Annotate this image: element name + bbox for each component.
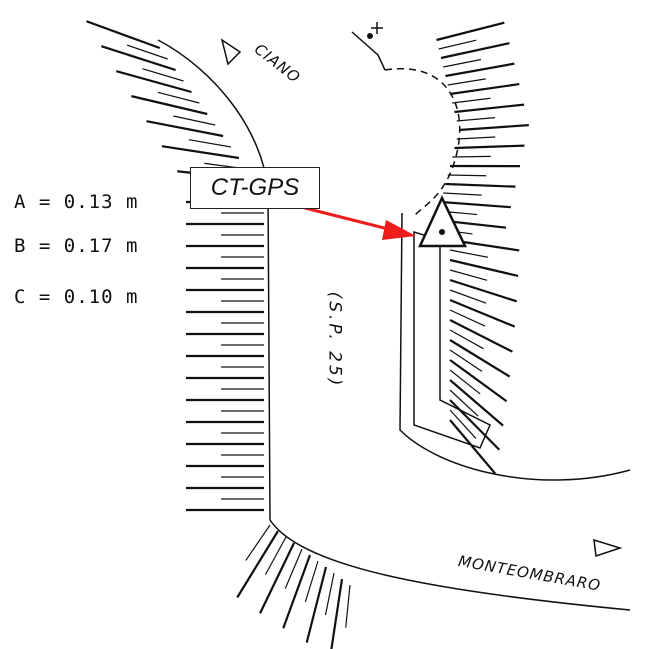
hatch-mark	[449, 278, 517, 303]
hatch-mark	[264, 536, 287, 575]
hatch-mark	[449, 309, 486, 327]
hatch-mark	[445, 62, 515, 78]
hatch-mark	[449, 298, 516, 328]
road-label-sp25: (S.P. 25)	[324, 291, 345, 389]
hatch-mark	[454, 144, 525, 150]
hatch-mark	[304, 560, 319, 603]
left-embankment-edge	[157, 39, 631, 611]
dimension-c: C = 0.10 m	[14, 286, 139, 308]
hatch-mark	[188, 139, 232, 148]
station-label: CT-GPS	[210, 174, 300, 201]
hatch-mark	[284, 548, 303, 589]
hatch-mark	[324, 572, 335, 616]
hatch-mark	[445, 182, 516, 188]
hatch-mark	[236, 530, 279, 599]
triangle-direction-icon	[220, 38, 242, 66]
hatch-mark	[443, 192, 482, 196]
hatch-mark	[449, 379, 504, 427]
hatch-mark	[447, 78, 486, 86]
hatch-mark	[438, 39, 477, 50]
dimension-b: B = 0.17 m	[14, 235, 139, 257]
hatch-mark	[449, 339, 511, 378]
hatch-mark	[458, 124, 529, 132]
top-wall	[351, 31, 386, 71]
hatch-mark	[157, 91, 200, 104]
hatch-mark	[440, 42, 510, 60]
hatch-mark	[443, 58, 482, 68]
hatch-mark	[305, 566, 328, 643]
hatch-mark	[115, 70, 192, 94]
cross-mark-icon	[367, 22, 383, 39]
hatch-mark	[449, 359, 508, 403]
hatch-mark	[449, 409, 477, 439]
hatch-mark	[449, 249, 488, 258]
hatch-mark	[449, 83, 520, 96]
hatch-mark	[436, 21, 505, 42]
hatch-mark	[449, 289, 487, 304]
hatch-mark	[440, 200, 511, 209]
hatch-mark	[449, 389, 479, 417]
hatch-mark	[449, 349, 483, 372]
right-embankment-hatching	[434, 21, 529, 475]
hatch-mark	[456, 117, 496, 122]
hatch-mark	[449, 419, 496, 475]
hatch-mark	[456, 136, 496, 140]
hatch-mark	[449, 258, 519, 278]
hatch-mark	[449, 269, 488, 281]
dimension-a: A = 0.13 m	[14, 191, 139, 213]
hatch-mark	[131, 95, 208, 116]
hatch-mark	[259, 542, 295, 614]
hatch-mark	[449, 319, 513, 353]
station-label-box: CT-GPS	[190, 167, 320, 209]
hatch-mark	[86, 20, 161, 50]
hatch-mark	[173, 115, 216, 126]
hatch-mark	[447, 174, 487, 177]
hatch-mark	[454, 103, 525, 114]
hatch-mark	[142, 68, 184, 82]
hatch-mark	[161, 145, 240, 160]
hatch-mark	[282, 554, 312, 629]
red-arrow-icon	[304, 206, 416, 240]
hatch-mark	[126, 44, 168, 60]
hatch-mark	[452, 97, 491, 104]
triangle-survey-marker-icon	[418, 195, 467, 248]
road-right-edge	[399, 212, 631, 481]
hatch-mark	[452, 155, 491, 158]
hatch-mark	[345, 584, 351, 628]
hatch-mark	[449, 329, 484, 350]
dashed-arc	[384, 68, 461, 216]
hatch-mark	[245, 524, 271, 561]
hatch-mark	[449, 399, 501, 451]
hatch-mark	[449, 369, 481, 395]
hatch-mark	[100, 45, 176, 72]
hatch-mark	[146, 120, 224, 138]
triangle-direction-icon	[593, 538, 623, 558]
hatch-mark	[330, 578, 344, 649]
left-embankment-hatching	[86, 20, 351, 649]
